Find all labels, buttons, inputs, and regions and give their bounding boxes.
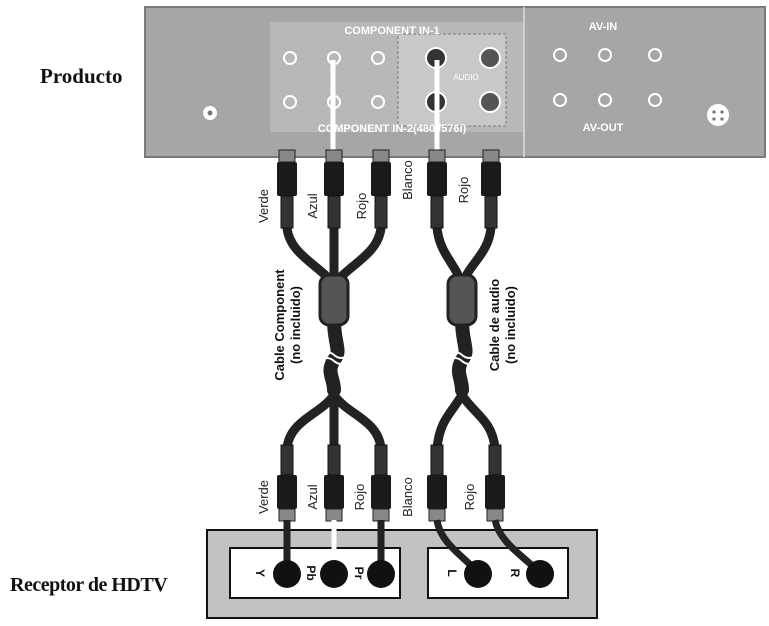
jack-label-y: Y bbox=[253, 569, 267, 577]
plug-label-verde-bottom: Verde bbox=[256, 480, 271, 514]
jack-pb-icon bbox=[320, 560, 348, 588]
s-video-pin bbox=[720, 110, 724, 114]
jack-label-pb: Pb bbox=[304, 565, 318, 580]
jack-icon bbox=[479, 91, 501, 113]
audio-ferrite bbox=[446, 273, 478, 327]
av-in-label: AV-IN bbox=[589, 21, 618, 33]
s-video-pin bbox=[712, 110, 716, 114]
cable-wires bbox=[282, 223, 500, 453]
break-mark bbox=[447, 351, 477, 359]
cable-labels: Cable Component (no incluido) Cable de a… bbox=[272, 269, 518, 381]
plug-label-blanco-bottom: Blanco bbox=[400, 477, 415, 517]
jack-icon bbox=[598, 48, 612, 62]
component-ferrite bbox=[318, 273, 350, 327]
jack-icon bbox=[283, 95, 297, 109]
plug-label-rojo-audio-top: Rojo bbox=[456, 177, 471, 204]
rca-plug-rojo-top bbox=[371, 149, 391, 229]
jack-icon bbox=[371, 95, 385, 109]
plug-label-rojo-audio-bottom: Rojo bbox=[462, 484, 477, 511]
jack-icon bbox=[648, 48, 662, 62]
av-out-label: AV-OUT bbox=[583, 122, 624, 134]
hdtv-receiver-label: Receptor de HDTV bbox=[10, 574, 168, 596]
audio-cable-label-line2: (no incluido) bbox=[503, 286, 518, 364]
s-video-pin bbox=[720, 117, 724, 121]
rca-plug-blanco-bottom bbox=[427, 444, 447, 522]
hdtv-receiver: Y Pb Pr L R bbox=[206, 519, 598, 619]
plug-label-rojo-bottom: Rojo bbox=[352, 484, 367, 511]
break-mark bbox=[319, 351, 349, 359]
component-cable-label-line1: Cable Component bbox=[272, 269, 287, 381]
jack-y-icon bbox=[273, 560, 301, 588]
top-plugs bbox=[277, 149, 501, 229]
top-plug-labels: Verde Azul Rojo Blanco Rojo bbox=[256, 160, 471, 223]
rca-plug-verde-bottom bbox=[277, 444, 297, 522]
component-in-1-label: COMPONENT IN-1 bbox=[344, 25, 439, 37]
jack-icon bbox=[479, 47, 501, 69]
jack-icon bbox=[553, 48, 567, 62]
bottom-plugs bbox=[277, 444, 505, 522]
s-video-jack-icon bbox=[707, 104, 729, 126]
plug-label-verde-top: Verde bbox=[256, 189, 271, 223]
bottom-plug-labels: Verde Azul Rojo Blanco Rojo bbox=[256, 477, 477, 517]
plug-label-rojo-top: Rojo bbox=[354, 193, 369, 220]
rf-jack-center bbox=[207, 110, 213, 116]
plug-label-blanco-top: Blanco bbox=[400, 160, 415, 200]
audio-jacks bbox=[425, 47, 501, 113]
audio-wire-red-bottom bbox=[457, 390, 500, 453]
s-video-pin bbox=[712, 117, 716, 121]
jack-label-l: L bbox=[445, 569, 459, 576]
jack-icon bbox=[598, 93, 612, 107]
plug-label-azul-bottom: Azul bbox=[305, 484, 320, 509]
rca-plug-azul-top bbox=[324, 149, 344, 229]
product-panel: COMPONENT IN-1 COMPONENT IN-2(480i/576i)… bbox=[144, 6, 766, 158]
rca-plug-verde-top bbox=[277, 149, 297, 229]
jack-l-icon bbox=[464, 560, 492, 588]
jack-r-icon bbox=[526, 560, 554, 588]
component-in-2-label: COMPONENT IN-2(480i/576i) bbox=[318, 123, 467, 135]
rca-plug-blanco-top bbox=[427, 149, 447, 229]
av-jacks bbox=[553, 48, 662, 107]
component-wire-green-bottom bbox=[282, 390, 339, 453]
audio-label: AUDIO bbox=[453, 73, 478, 82]
rca-plug-rojo-audio-bottom bbox=[485, 444, 505, 522]
jack-label-pr: Pr bbox=[352, 567, 366, 580]
jack-pr-icon bbox=[367, 560, 395, 588]
jack-icon bbox=[371, 51, 385, 65]
product-label: Producto bbox=[40, 64, 123, 88]
audio-cable-label-line1: Cable de audio bbox=[487, 279, 502, 372]
break-mark bbox=[319, 357, 349, 365]
rca-plug-azul-bottom bbox=[324, 444, 344, 522]
cable-break-marks bbox=[319, 351, 477, 365]
product-panel-edge bbox=[144, 6, 766, 158]
jack-label-r: R bbox=[508, 569, 522, 578]
rca-plug-rojo-audio-top bbox=[481, 149, 501, 229]
jack-icon bbox=[648, 93, 662, 107]
component-wire-red-bottom bbox=[329, 390, 386, 453]
jack-icon bbox=[283, 51, 297, 65]
rca-plug-rojo-bottom bbox=[371, 444, 391, 522]
component-cable-label-line2: (no incluido) bbox=[288, 286, 303, 364]
jack-icon bbox=[553, 93, 567, 107]
audio-wire-white-bottom bbox=[432, 390, 467, 453]
break-mark bbox=[447, 357, 477, 365]
plug-label-azul-top: Azul bbox=[305, 193, 320, 218]
